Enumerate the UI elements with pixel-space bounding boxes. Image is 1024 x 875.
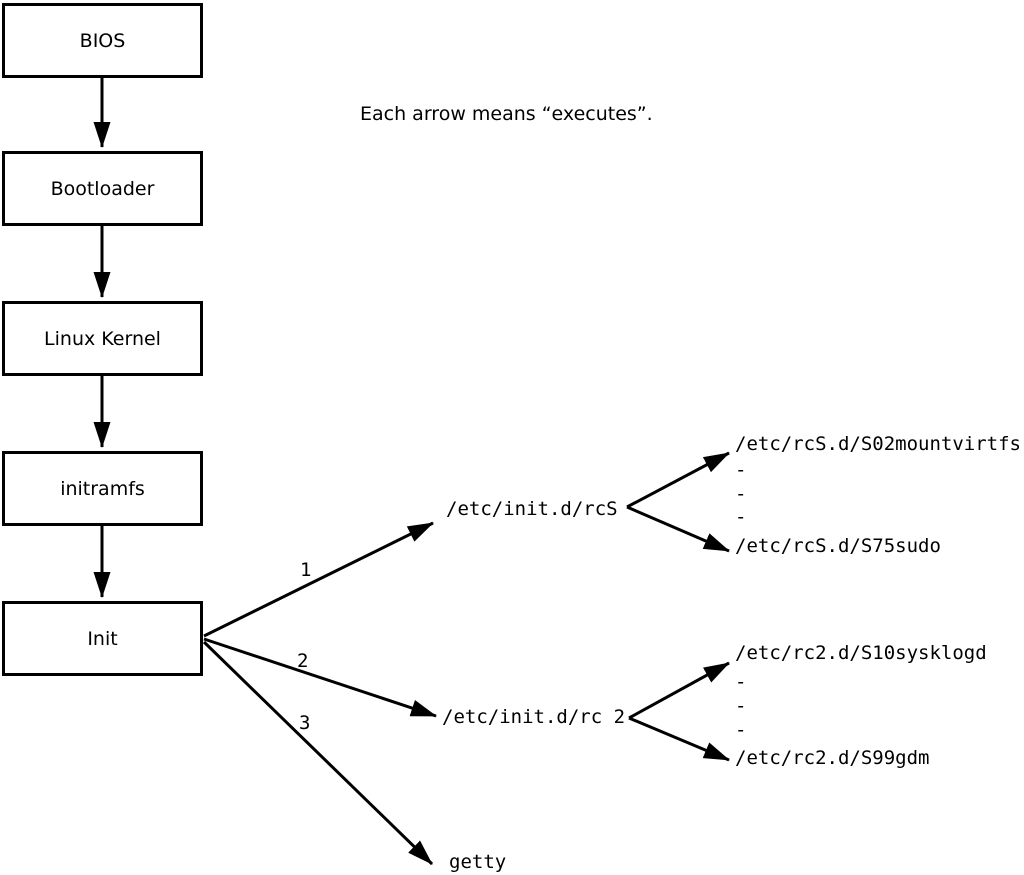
rcs-last-script-label: /etc/rcS.d/S75sudo [735,535,941,557]
rc2-ellipsis-dash-3: - [735,719,747,741]
target-getty-label: getty [449,851,507,873]
target-rcs-label: /etc/init.d/rcS [446,498,618,520]
arrow-init-to-rc2 [203,637,437,718]
rcs-first-script-label: /etc/rcS.d/S02mountvirtfs [735,433,1021,455]
box-initramfs: initramfs [2,451,203,526]
arrow-rcs-to-last-script [626,505,730,553]
box-bootloader: Bootloader [2,151,203,226]
rc2-first-script-label: /etc/rc2.d/S10sysklogd [735,642,987,664]
rcs-ellipsis-dash-3: - [735,506,747,528]
rcs-ellipsis-dash-1: - [735,459,747,481]
branch-2-number: 2 [297,650,309,672]
branch-1-number: 1 [300,559,312,581]
arrow-rcs-to-first-script [626,451,730,509]
box-init-label: Init [87,627,118,650]
box-bios: BIOS [2,3,203,78]
branch-3-number: 3 [299,712,311,734]
box-init: Init [2,601,203,676]
rc2-ellipsis-dash-2: - [735,695,747,717]
arrow-rc2-to-last-script [628,716,730,762]
box-initramfs-label: initramfs [60,477,145,500]
rcs-ellipsis-dash-2: - [735,483,747,505]
rc2-ellipsis-dash-1: - [735,671,747,693]
box-bios-label: BIOS [79,29,126,52]
box-linux-kernel: Linux Kernel [2,301,203,376]
box-linux-kernel-label: Linux Kernel [44,327,161,350]
arrow-init-to-getty [202,640,434,866]
arrow-rc2-to-first-script [628,661,730,720]
arrow-init-to-rcs [203,521,434,638]
box-bootloader-label: Bootloader [50,177,155,200]
target-rc2-label: /etc/init.d/rc 2 [442,706,626,728]
rc2-last-script-label: /etc/rc2.d/S99gdm [735,747,930,769]
legend-note: Each arrow means “executes”. [360,103,653,125]
